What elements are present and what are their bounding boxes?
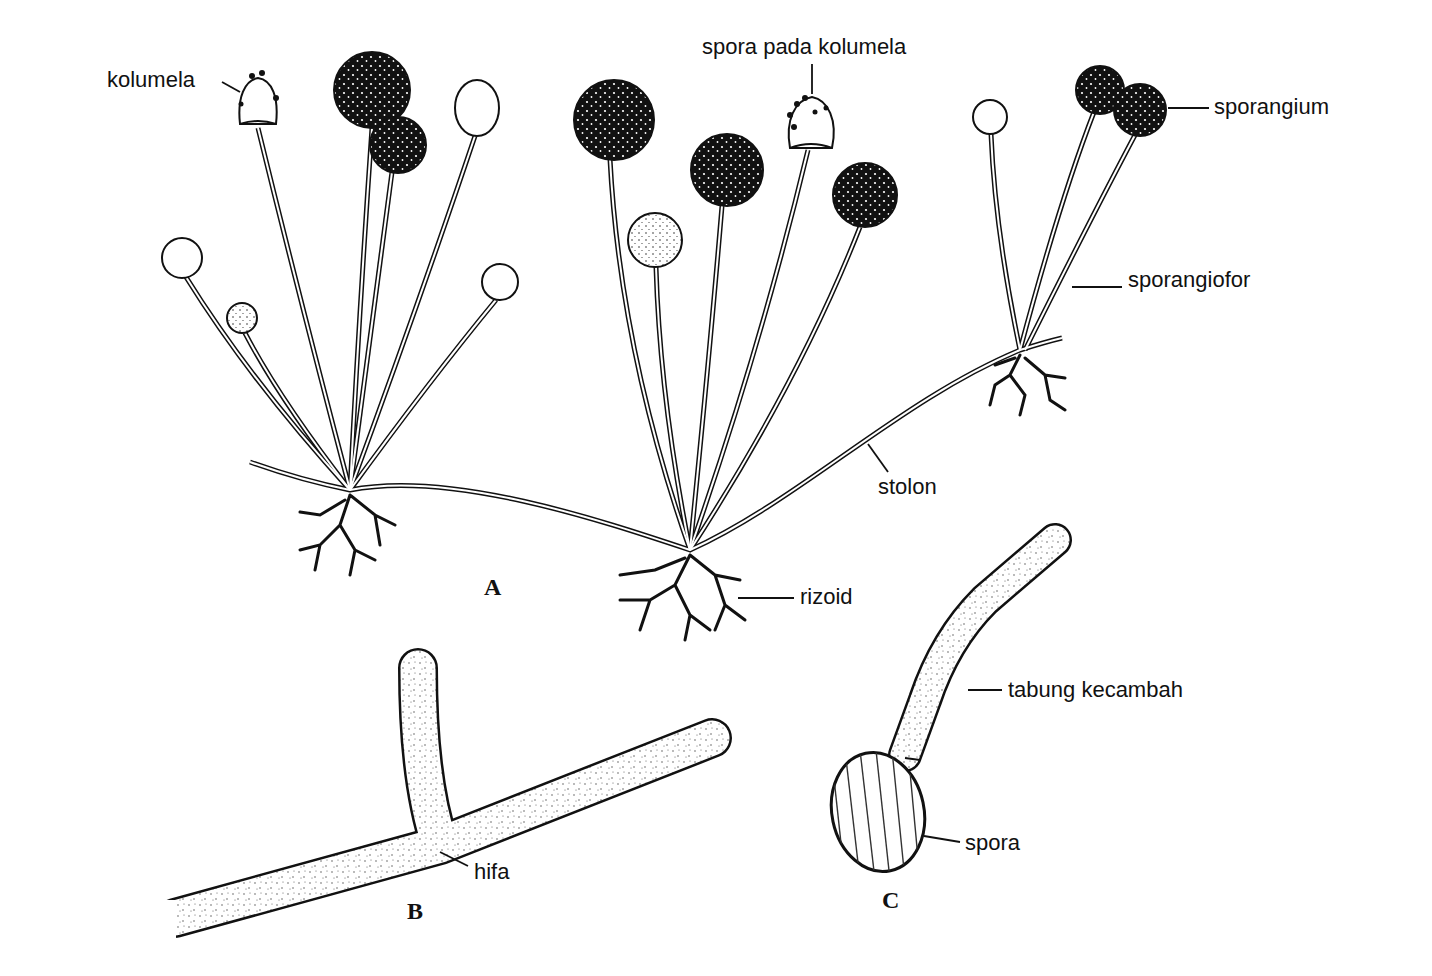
hypha-figure xyxy=(140,668,712,950)
part-label: rizoid xyxy=(798,585,855,609)
part-label: stolon xyxy=(876,475,939,499)
germinating-spore xyxy=(821,540,1055,880)
part-label: tabung kecambah xyxy=(1006,678,1185,702)
figure-letter: A xyxy=(482,574,503,600)
figure-letter: B xyxy=(405,898,425,924)
part-label: kolumela xyxy=(105,68,197,92)
part-label: sporangiofor xyxy=(1126,268,1252,292)
sporangia xyxy=(162,52,1166,333)
part-label: spora xyxy=(963,831,1022,855)
loose-spores xyxy=(239,70,829,130)
part-label: spora pada kolumela xyxy=(700,35,908,59)
figure-letter: C xyxy=(880,887,901,913)
leader-lines xyxy=(222,64,1209,866)
part-label: sporangium xyxy=(1212,95,1331,119)
rhizoids xyxy=(300,355,1065,640)
part-label: hifa xyxy=(472,860,511,884)
